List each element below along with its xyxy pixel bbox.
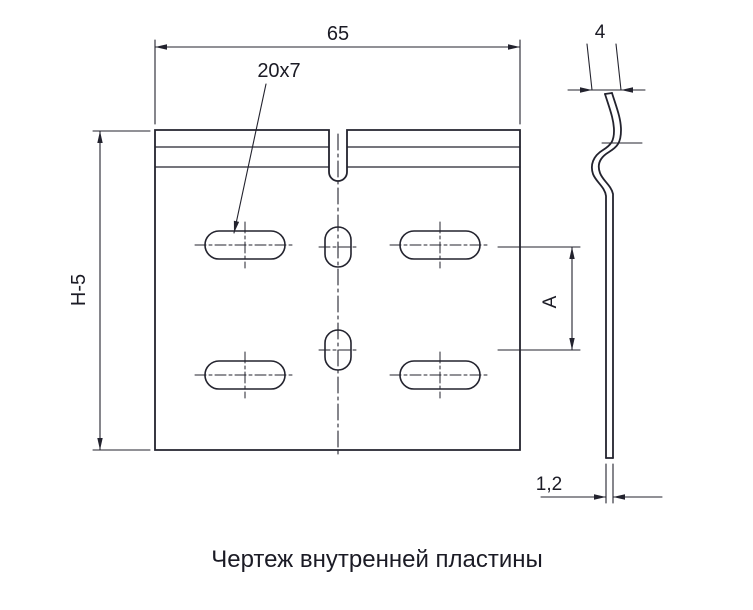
extension-lines <box>154 39 521 125</box>
thickness-label: 1,2 <box>536 474 562 495</box>
extension-lines <box>586 43 622 91</box>
dimension-hole-spacing <box>497 246 581 351</box>
slots <box>204 226 481 390</box>
hole-spacing-label: A <box>540 295 561 308</box>
plate-outline <box>154 129 521 451</box>
extension-lines <box>92 130 151 451</box>
extension-lines <box>605 463 614 504</box>
fold-lines <box>154 146 521 168</box>
dimension-height <box>92 130 151 451</box>
side-view <box>590 92 643 459</box>
slot-centerlines <box>194 221 491 399</box>
slot-leader-line <box>233 83 267 234</box>
height-label: H-5 <box>68 274 90 306</box>
side-profile-inner <box>590 93 615 459</box>
hook-width-label: 4 <box>595 22 606 43</box>
drawing-caption: Чертеж внутренней пластины <box>211 546 543 573</box>
width-label: 65 <box>327 23 349 45</box>
extension-lines <box>497 246 581 351</box>
dimension-thickness <box>540 463 663 504</box>
drawing-lines <box>92 39 663 504</box>
slot-centerline-h <box>194 244 491 376</box>
labels: 65 20x7 H-5 A 4 1,2 Чертеж внутренней пл… <box>68 22 606 573</box>
slot-centerline-v <box>244 221 441 399</box>
front-view <box>154 129 521 458</box>
side-profile-caps <box>604 92 614 459</box>
side-profile-outer <box>597 92 622 459</box>
dimension-width <box>154 39 521 125</box>
slot-size-label: 20x7 <box>257 60 300 82</box>
dimension-hook-width <box>567 43 646 93</box>
